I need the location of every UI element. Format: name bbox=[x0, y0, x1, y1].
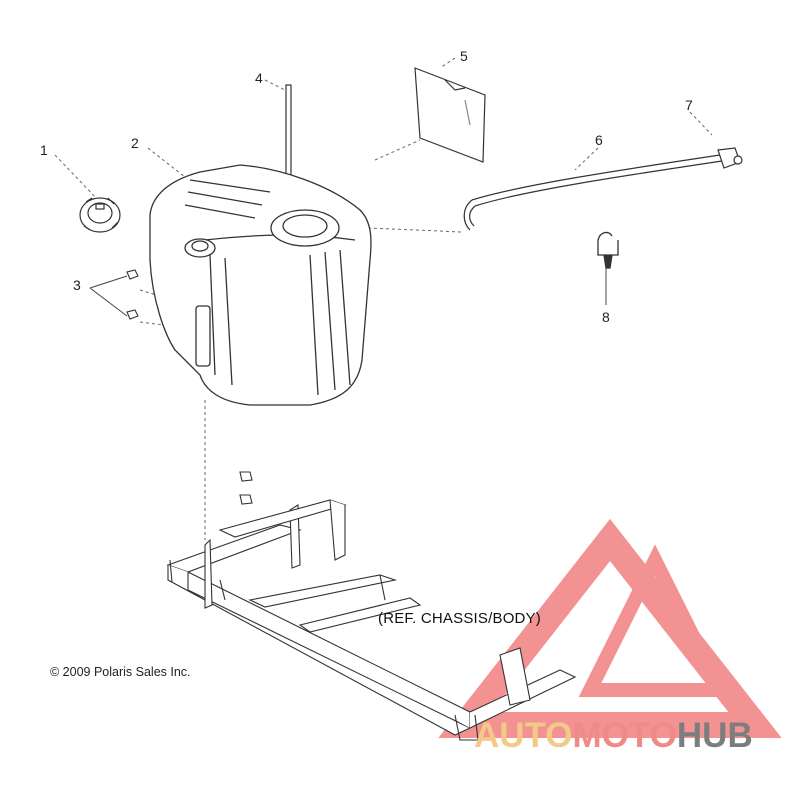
bolt-part bbox=[126, 269, 253, 505]
hose-clamp-part bbox=[597, 231, 619, 269]
reference-note: (REF. CHASSIS/BODY) bbox=[378, 610, 541, 627]
vent-hose-part bbox=[463, 154, 723, 231]
callout-6: 6 bbox=[595, 132, 603, 148]
watermark-part-auto: AUTO bbox=[474, 716, 573, 755]
callout-4: 4 bbox=[255, 70, 263, 86]
callout-2: 2 bbox=[131, 135, 139, 151]
label-sheet-part bbox=[414, 67, 486, 163]
watermark-part-moto: MOTO bbox=[572, 716, 677, 755]
copyright-notice: © 2009 Polaris Sales Inc. bbox=[50, 665, 191, 679]
callout-8: 8 bbox=[602, 309, 610, 325]
chassis-frame bbox=[166, 499, 577, 741]
callout-7: 7 bbox=[685, 97, 693, 113]
callout-5: 5 bbox=[460, 48, 468, 64]
hose-fitting-part bbox=[717, 147, 743, 169]
fuel-tank-part bbox=[149, 164, 372, 406]
callout-1: 1 bbox=[40, 142, 48, 158]
callout-3: 3 bbox=[73, 277, 81, 293]
leader-lines bbox=[54, 57, 713, 540]
fuel-cap-part bbox=[79, 197, 121, 233]
watermark-logo bbox=[438, 518, 782, 738]
watermark-text: AUTOMOTOHUB bbox=[474, 716, 753, 756]
watermark-part-hub: HUB bbox=[676, 716, 753, 755]
